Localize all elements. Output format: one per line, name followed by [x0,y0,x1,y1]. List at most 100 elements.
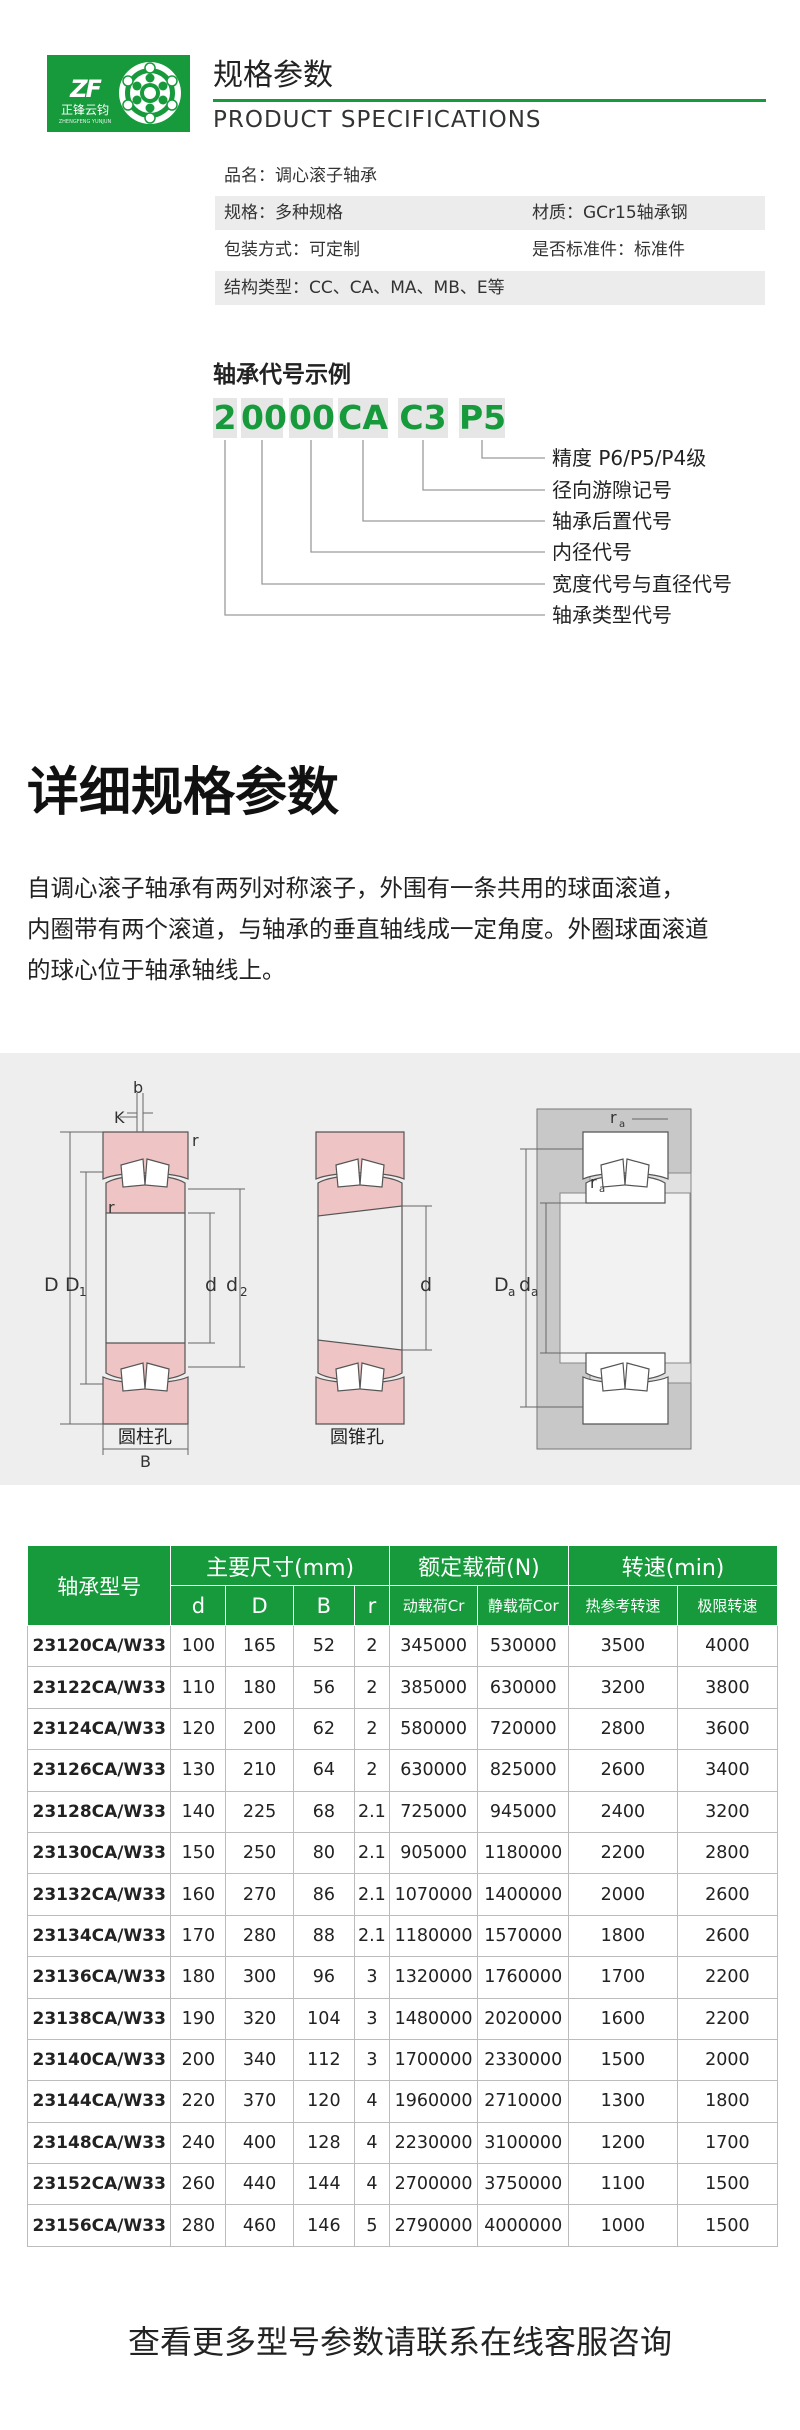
cell-model: 23128CA/W33 [26,1790,172,1833]
table-cell: 1320000 [388,1956,479,1999]
table-cell: 630000 [388,1749,479,1792]
table-cell: 190 [170,1997,227,2040]
cell-model: 23152CA/W33 [26,2163,172,2206]
caption-tapered: 圆锥孔 [330,1427,384,1448]
table-cell: 370 [225,2080,294,2123]
table-cell: 104 [292,1997,355,2040]
dim-b: b [133,1078,143,1097]
table-cell: 4 [353,2080,390,2123]
structure-value: 结构类型：CC、CA、MA、MB、E等 [224,278,505,298]
table-cell: 120 [170,1707,227,1751]
table-cell: 5 [353,2204,390,2247]
table-cell: 4000000 [477,2204,570,2247]
th-d: d [170,1585,227,1626]
table-cell: 62 [292,1707,355,1751]
table-cell: 180 [225,1666,294,1709]
cell-model: 23136CA/W33 [26,1956,172,1999]
table-cell: 56 [292,1666,355,1709]
table-cell: 150 [170,1831,227,1875]
dim-ra-inner-sub: a [599,1184,605,1195]
table-cell: 220 [170,2080,227,2123]
leader-width [261,440,545,585]
table-cell: 3200 [568,1666,678,1709]
table-cell: 2800 [676,1831,779,1875]
table-cell: 945000 [477,1790,570,1833]
table-cell: 2.1 [353,1790,390,1833]
table-cell: 1180000 [477,1831,570,1875]
table-cell: 1570000 [477,1914,570,1958]
table-cell: 2790000 [388,2204,479,2247]
table-cell: 2020000 [477,1997,570,2040]
table-cell: 1700 [676,2121,779,2165]
cell-model: 23138CA/W33 [26,1997,172,2040]
table-cell: 160 [170,1873,227,1916]
table-cell: 260 [170,2163,227,2206]
leader-suffix [362,440,545,522]
table-cell: 120 [292,2080,355,2123]
table-cell: 280 [225,1914,294,1958]
label-type: 轴承类型代号 [552,603,672,627]
table-cell: 725000 [388,1790,479,1833]
table-cell: 250 [225,1831,294,1875]
code-part-width: 00 [241,398,287,438]
dim-ra-top: r [610,1108,617,1127]
table-cell: 2200 [676,1956,779,1999]
table-cell: 80 [292,1831,355,1875]
leader-type [224,440,545,616]
table-cell: 1180000 [388,1914,479,1958]
table-cell: 2000 [568,1873,678,1916]
table-cell: 1200 [568,2121,678,2165]
table-cell: 3 [353,2038,390,2082]
table-cell: 720000 [477,1707,570,1751]
cell-model: 23130CA/W33 [26,1831,172,1875]
table-cell: 3600 [676,1707,779,1751]
th-load: 额定载荷(N) [388,1545,570,1586]
table-cell: 280 [170,2204,227,2247]
th-dynamic-load: 动载荷Cr [388,1585,479,1626]
table-cell: 1500 [676,2163,779,2206]
table-cell: 2.1 [353,1914,390,1958]
cell-model: 23126CA/W33 [26,1749,172,1792]
leader-bore [310,440,545,553]
table-cell: 1800 [676,2080,779,2123]
dim-d: d [205,1274,217,1296]
table-cell: 200 [170,2038,227,2082]
table-cell: 3400 [676,1749,779,1792]
table-cell: 630000 [477,1666,570,1709]
material-value: 材质：GCr15轴承钢 [532,203,688,223]
table-cell: 170 [170,1914,227,1958]
table-cell: 1480000 [388,1997,479,2040]
table-cell: 225 [225,1790,294,1833]
th-speed: 转速(min) [568,1545,778,1586]
caption-cylindrical: 圆柱孔 [118,1427,172,1448]
table-cell: 460 [225,2204,294,2247]
table-cell: 68 [292,1790,355,1833]
table-cell: 2.1 [353,1831,390,1875]
table-cell: 2700000 [388,2163,479,2206]
table-cell: 2 [353,1749,390,1792]
table-cell: 1070000 [388,1873,479,1916]
table-cell: 100 [170,1624,227,1668]
table-cell: 4 [353,2163,390,2206]
table-cell: 4000 [676,1624,779,1668]
table-cell: 2710000 [477,2080,570,2123]
table-cell: 130 [170,1749,227,1792]
info-row-structure: 结构类型：CC、CA、MA、MB、E等 [215,271,765,305]
table-cell: 385000 [388,1666,479,1709]
table-cell: 4 [353,2121,390,2165]
table-cell: 2 [353,1666,390,1709]
cell-model: 23134CA/W33 [26,1914,172,1958]
table-cell: 128 [292,2121,355,2165]
table-cell: 340 [225,2038,294,2082]
table-cell: 2.1 [353,1873,390,1916]
table-cell: 1760000 [477,1956,570,1999]
table-cell: 2600 [676,1914,779,1958]
logo-mark: ZF [70,75,102,103]
info-row-name: 品名：调心滚子轴承 [215,159,765,193]
